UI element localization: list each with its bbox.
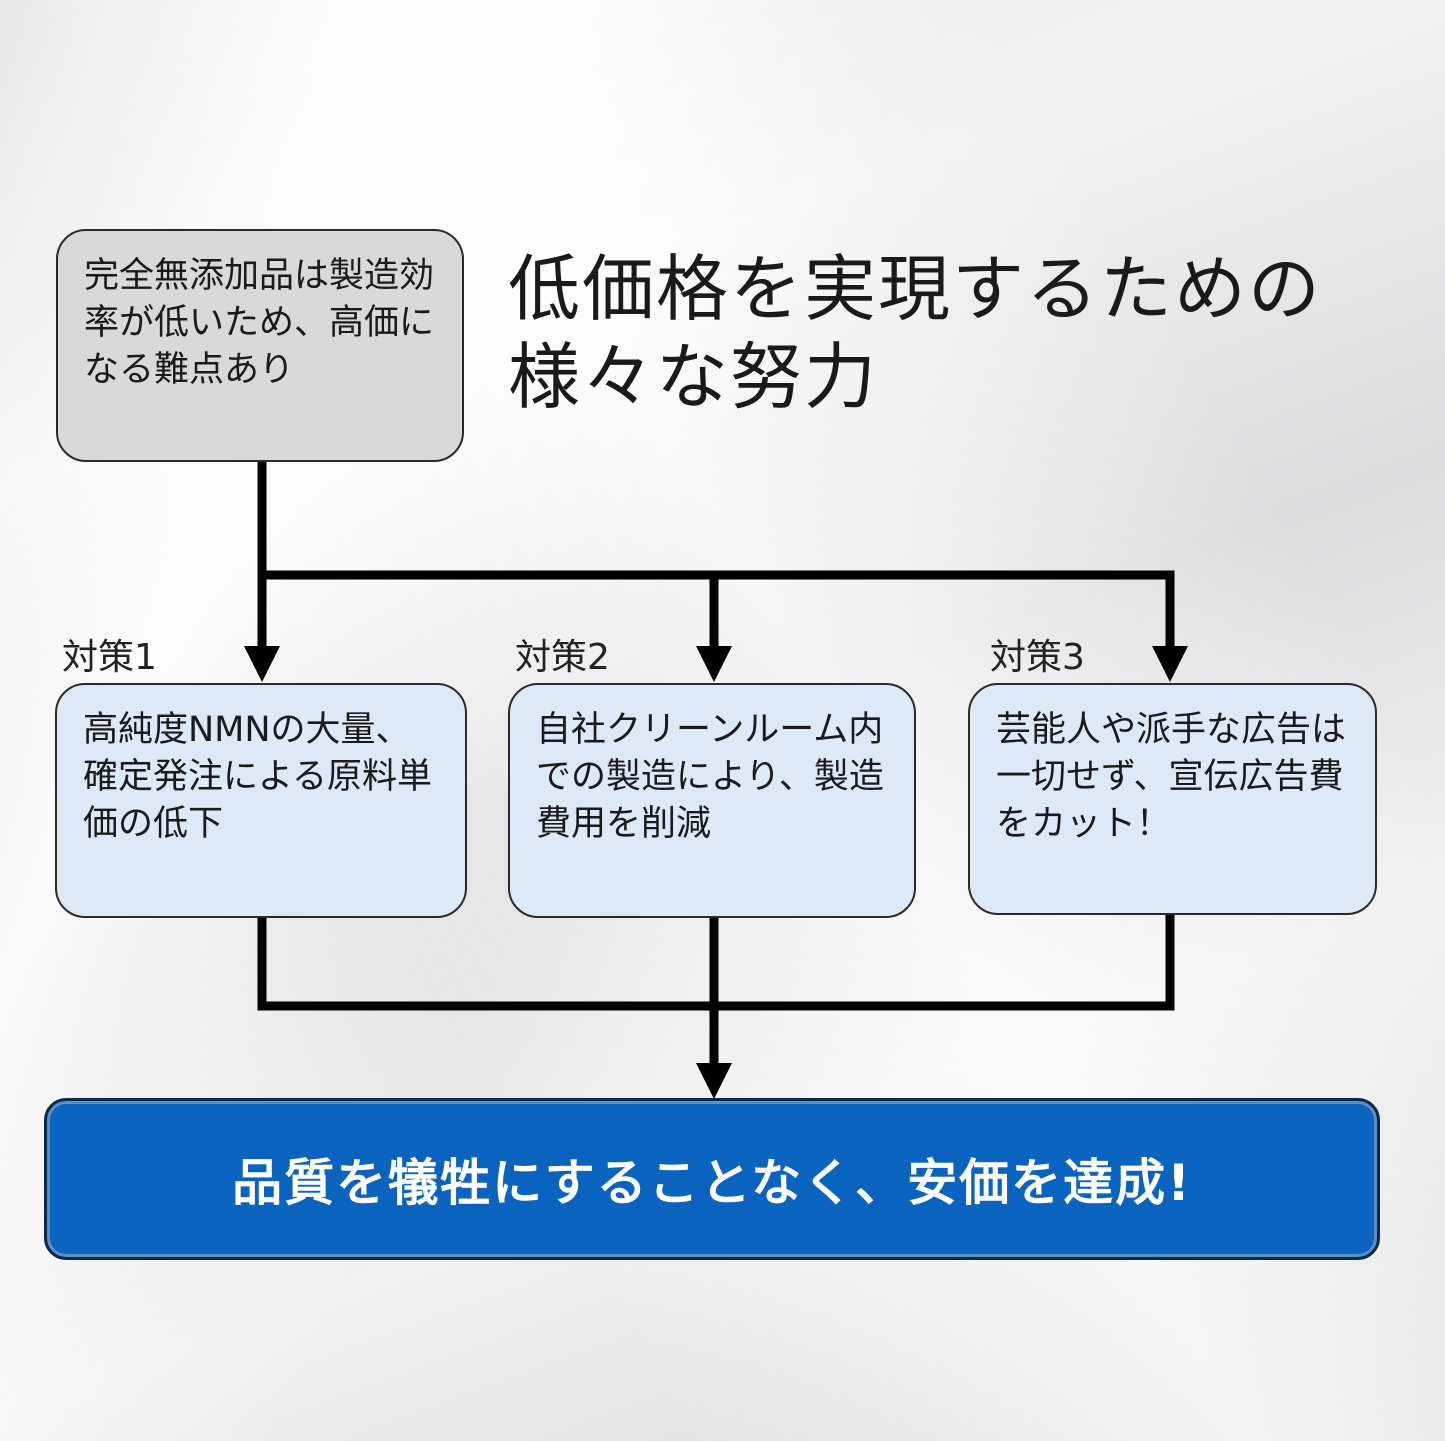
measure-box-2: 自社クリーンルーム内での製造により、製造費用を削減 xyxy=(508,683,916,918)
measure-label-2: 対策2 xyxy=(515,637,610,678)
arrowhead-measure-3 xyxy=(1152,646,1188,682)
measure-text-1: 高純度NMNの大量、確定発注による原料単価の低下 xyxy=(83,710,432,844)
result-box: 品質を犠牲にすることなく、安価を達成! xyxy=(44,1098,1380,1260)
problem-text: 完全無添加品は製造効率が低いため、高価になる難点あり xyxy=(84,256,435,390)
measure-box-1: 高純度NMNの大量、確定発注による原料単価の低下 xyxy=(55,683,467,918)
result-text: 品質を犠牲にすることなく、安価を達成! xyxy=(232,1154,1192,1212)
measure-text-3: 芸能人や派手な広告は一切せず、宣伝広告費をカット！ xyxy=(996,710,1347,844)
measure-box-3: 芸能人や派手な広告は一切せず、宣伝広告費をカット！ xyxy=(968,683,1377,915)
arrowhead-result xyxy=(696,1063,732,1099)
measure-label-1: 対策1 xyxy=(62,637,157,678)
measure-text-2: 自社クリーンルーム内での製造により、製造費用を削減 xyxy=(536,710,884,844)
diagram-heading: 低価格を実現するための様々な努力 xyxy=(508,247,1323,419)
arrowhead-measure-1 xyxy=(244,646,280,682)
problem-box: 完全無添加品は製造効率が低いため、高価になる難点あり xyxy=(56,229,464,462)
arrowhead-measure-2 xyxy=(696,646,732,682)
measure-label-3: 対策3 xyxy=(990,637,1085,678)
